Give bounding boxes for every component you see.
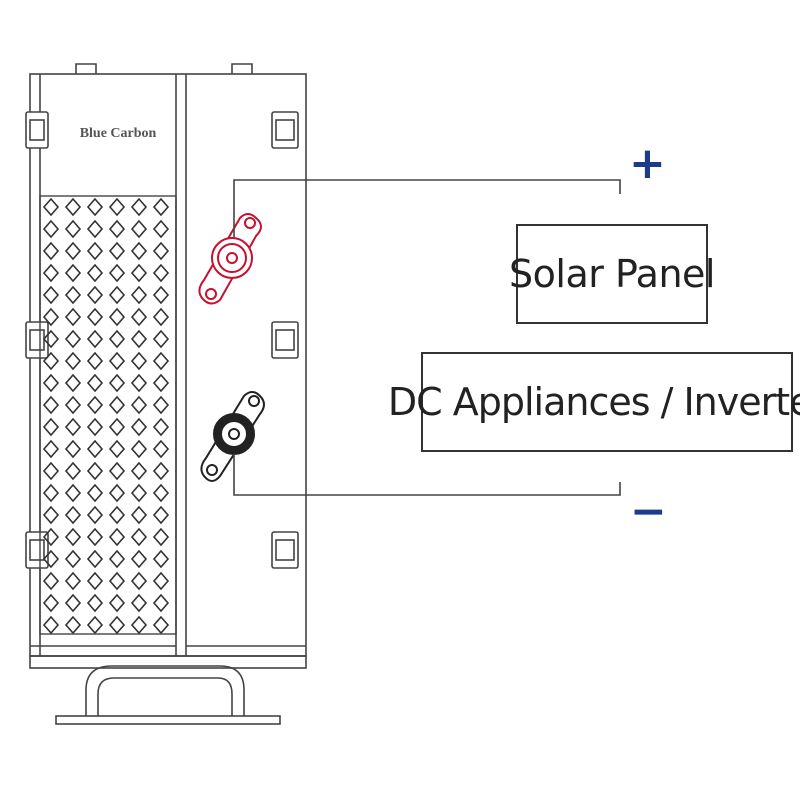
- negative-sign: −: [630, 486, 667, 537]
- solar-panel-label: Solar Panel: [509, 224, 715, 324]
- side-clips: [25, 111, 299, 569]
- vent-grille: [39, 195, 177, 635]
- positive-terminal: [198, 213, 262, 305]
- positive-wire: [233, 179, 621, 238]
- positive-sign: +: [629, 138, 666, 189]
- connection-wires: [233, 179, 621, 496]
- brand-label: Blue Carbon: [80, 126, 157, 141]
- negative-wire: [233, 454, 621, 496]
- negative-terminal: [200, 391, 265, 482]
- dc-appliances-label: DC Appliances / Inverter: [388, 352, 800, 452]
